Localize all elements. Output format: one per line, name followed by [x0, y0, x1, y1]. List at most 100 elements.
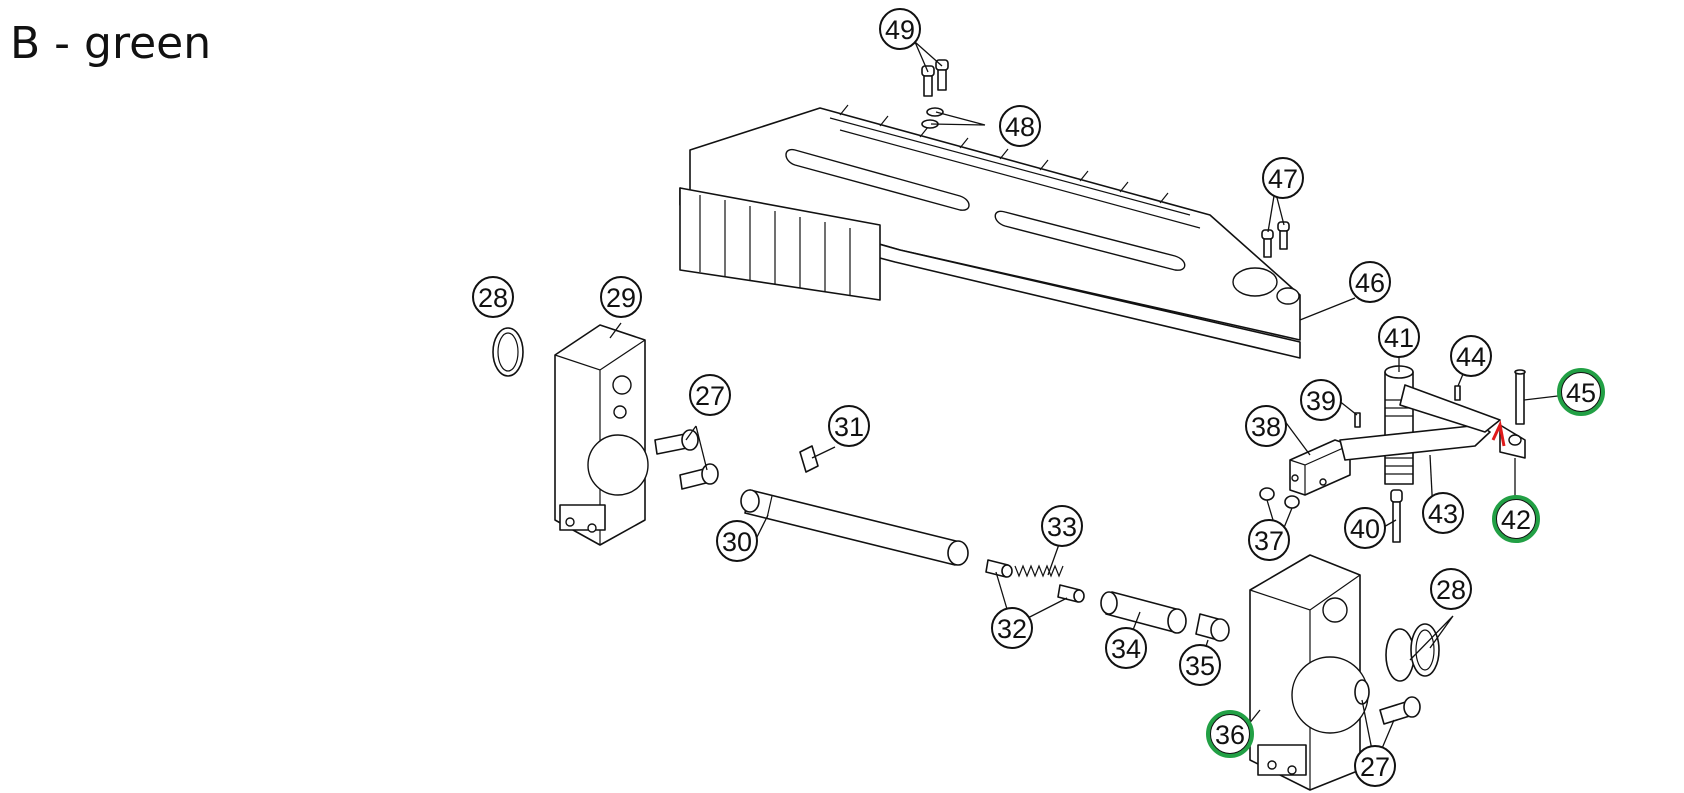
green-highlight-ring: [1492, 495, 1540, 543]
callout-ring: [999, 105, 1041, 147]
part-46-rail-housing: [679, 104, 1301, 359]
callout-number: 29: [606, 283, 636, 313]
callout-ring: [1245, 405, 1287, 447]
callout-number: 43: [1428, 499, 1458, 529]
part-31-pin: [799, 445, 819, 473]
part-30-tube: [740, 489, 969, 566]
part-27-screws-left: [654, 429, 719, 490]
part-34-cylinder: [1100, 591, 1187, 634]
callout-ring: [1105, 627, 1147, 669]
callout-number: 45: [1566, 378, 1596, 408]
part-28-oring-left: [492, 327, 524, 377]
part-41-spring-post: [1384, 365, 1414, 485]
callout-number: 39: [1306, 386, 1336, 416]
callout-number: 35: [1185, 651, 1215, 681]
callout-number: 49: [885, 15, 915, 45]
callout-ring: [1349, 261, 1391, 303]
callout-41: 41: [1378, 316, 1420, 358]
callout-43: 43: [1422, 492, 1464, 534]
part-28-orings-right: [1385, 623, 1440, 682]
callout-number: 36: [1215, 720, 1245, 750]
callout-28: 28: [472, 276, 514, 318]
part-29-left-block: [554, 324, 649, 546]
callout-ring: [991, 607, 1033, 649]
part-32-caps: [985, 559, 1085, 603]
part-47-screws: [1261, 221, 1290, 258]
callout-28: 28: [1430, 568, 1472, 610]
callout-ring: [1041, 505, 1083, 547]
callout-30: 30: [716, 520, 758, 562]
callout-number: 27: [1360, 752, 1390, 782]
callout-number: 42: [1501, 505, 1531, 535]
part-35-bushing: [1195, 613, 1230, 642]
callout-number: 27: [695, 381, 725, 411]
callout-48: 48: [999, 105, 1041, 147]
callout-ring: [828, 405, 870, 447]
callout-ring: [1248, 519, 1290, 561]
part-45-long-pin: [1514, 369, 1526, 425]
callout-33: 33: [1041, 505, 1083, 547]
callout-labels: 49 48 47 46 28 29 27 31 30 33 32 34 35 41 44 45 39 38 43 42…: [472, 8, 1605, 787]
callout-number: 31: [834, 412, 864, 442]
green-highlight-ring: [1557, 368, 1605, 416]
callout-ring: [1430, 568, 1472, 610]
part-40-screw: [1390, 489, 1403, 543]
callout-49: 49: [879, 8, 921, 50]
callout-ring: [1354, 745, 1396, 787]
part-37-nuts: [1259, 487, 1300, 509]
callout-ring: [1422, 492, 1464, 534]
callout-31: 31: [828, 405, 870, 447]
callout-ring: [600, 276, 642, 318]
callout-ring: [1378, 316, 1420, 358]
callout-ring: [472, 276, 514, 318]
callout-32: 32: [991, 607, 1033, 649]
callout-34: 34: [1105, 627, 1147, 669]
callout-number: 41: [1384, 323, 1414, 353]
callout-ring: [1179, 644, 1221, 686]
callout-number: 40: [1350, 514, 1380, 544]
part-42-link: [1499, 424, 1526, 459]
callout-ring: [1262, 157, 1304, 199]
part-33-spring: [1014, 564, 1064, 578]
part-36-right-block: [1249, 554, 1369, 791]
callout-38: 38: [1245, 405, 1287, 447]
part-43-arm: [1339, 384, 1501, 461]
callout-27: 27: [689, 374, 731, 416]
red-mark: [1491, 420, 1506, 447]
callout-number: 34: [1111, 634, 1141, 664]
part-44-pin: [1454, 385, 1461, 401]
part-38-block: [1289, 439, 1351, 496]
callout-number: 46: [1355, 268, 1385, 298]
callout-40: 40: [1344, 507, 1386, 549]
callout-number: 28: [1436, 575, 1466, 605]
callout-number: 48: [1005, 112, 1035, 142]
callout-36: 36: [1206, 710, 1254, 758]
callout-ring: [1450, 335, 1492, 377]
callout-number: 47: [1268, 164, 1298, 194]
callout-42: 42: [1492, 495, 1540, 543]
part-49-screws: [921, 59, 949, 97]
green-highlight-ring: [1206, 710, 1254, 758]
callout-47: 47: [1262, 157, 1304, 199]
callout-39: 39: [1300, 379, 1342, 421]
callout-number: 30: [722, 527, 752, 557]
part-39-pin: [1354, 412, 1361, 428]
callout-37: 37: [1248, 519, 1290, 561]
part-27-screw-right: [1354, 679, 1421, 725]
callout-number: 33: [1047, 512, 1077, 542]
callout-number: 37: [1254, 526, 1284, 556]
callout-27: 27: [1354, 745, 1396, 787]
callout-45: 45: [1557, 368, 1605, 416]
callout-44: 44: [1450, 335, 1492, 377]
callout-number: 38: [1251, 412, 1281, 442]
callout-number: 28: [478, 283, 508, 313]
page-title: B - green: [10, 18, 212, 69]
callout-ring: [1300, 379, 1342, 421]
callout-46: 46: [1349, 261, 1391, 303]
callout-number: 32: [997, 614, 1027, 644]
part-48-washers: [921, 107, 944, 129]
callout-35: 35: [1179, 644, 1221, 686]
callout-29: 29: [600, 276, 642, 318]
callout-ring: [716, 520, 758, 562]
